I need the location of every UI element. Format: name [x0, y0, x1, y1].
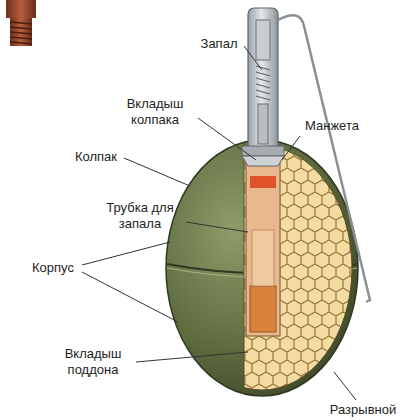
fuse [242, 8, 284, 166]
part-label: Манжета [298, 118, 366, 134]
explosive-charge [244, 146, 352, 390]
part-label: Запал [192, 36, 246, 52]
fuse-tube [246, 150, 280, 336]
cut-edge [244, 142, 245, 394]
part-label: Вкладыш колпака [112, 96, 198, 128]
safety-lever [278, 15, 370, 302]
part-label: Колпак [68, 149, 124, 165]
part-label: Корпус [24, 260, 82, 276]
part-label: Вкладыш поддона [50, 346, 136, 378]
part-label: Трубка для запала [94, 200, 186, 232]
fuse-head-icon [6, 0, 36, 46]
grenade-body [166, 140, 358, 396]
leader-lines [82, 46, 356, 400]
part-label: Разрывной [320, 402, 406, 418]
